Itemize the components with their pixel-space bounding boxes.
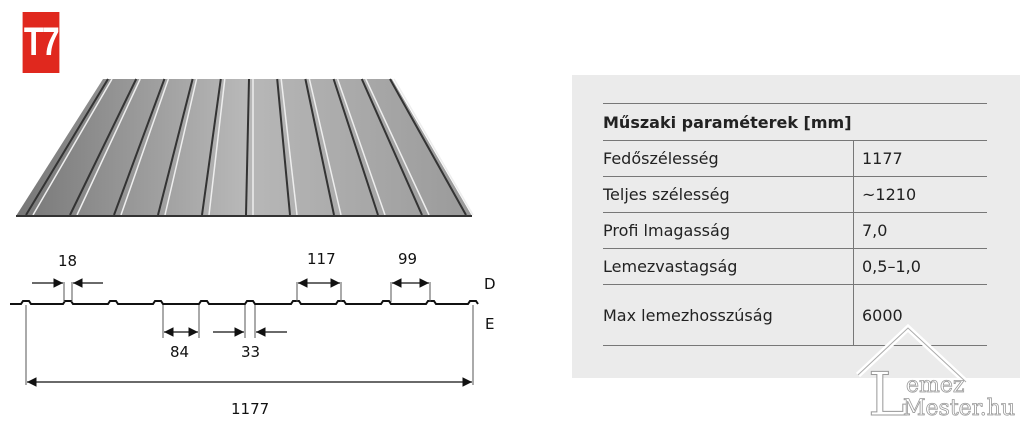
side-d: D — [484, 275, 496, 293]
sheet-rib — [164, 78, 198, 216]
sheet-rib — [304, 78, 335, 216]
sheet-rib — [365, 78, 430, 216]
sheet-rib — [245, 78, 250, 216]
sheet-rib — [208, 78, 226, 216]
profile-badge: T7 — [22, 12, 60, 73]
sheet-rib — [308, 78, 342, 216]
sheet-rib — [113, 78, 166, 216]
dim-total: 1177 — [231, 400, 270, 418]
sheet-illustration — [16, 78, 474, 217]
dim-84: 84 — [170, 343, 190, 361]
sheet-rib — [25, 78, 109, 216]
sheet-rib — [389, 78, 467, 216]
sheet-rib — [69, 78, 138, 216]
dim-33: 33 — [241, 343, 261, 361]
specs-title: Műszaki paraméterek [mm] — [603, 103, 987, 141]
svg-text:L: L — [868, 360, 908, 430]
dim-99: 99 — [398, 250, 418, 268]
sheet-rib — [201, 78, 222, 216]
watermark-logo: L emez Mester.hu — [855, 323, 1016, 430]
sheet-rib — [120, 78, 170, 216]
svg-text:Mester.hu: Mester.hu — [903, 396, 1015, 421]
sheet-rib — [393, 78, 474, 216]
sheet-rib — [276, 78, 291, 216]
side-e: E — [485, 315, 495, 333]
sheet-rib — [360, 78, 423, 216]
profile-section — [10, 278, 479, 387]
sheet-rib — [76, 78, 141, 216]
sheet-rib — [32, 78, 113, 216]
dim-117: 117 — [307, 250, 336, 268]
sheet-rib — [280, 78, 298, 216]
sheet-rib — [157, 78, 194, 216]
sheet-rib — [332, 78, 379, 216]
dim-18: 18 — [58, 252, 78, 270]
svg-text:emez: emez — [906, 373, 965, 398]
table-row: Teljes szélesség~1210 — [603, 176, 987, 213]
sheet-rib — [336, 78, 386, 216]
